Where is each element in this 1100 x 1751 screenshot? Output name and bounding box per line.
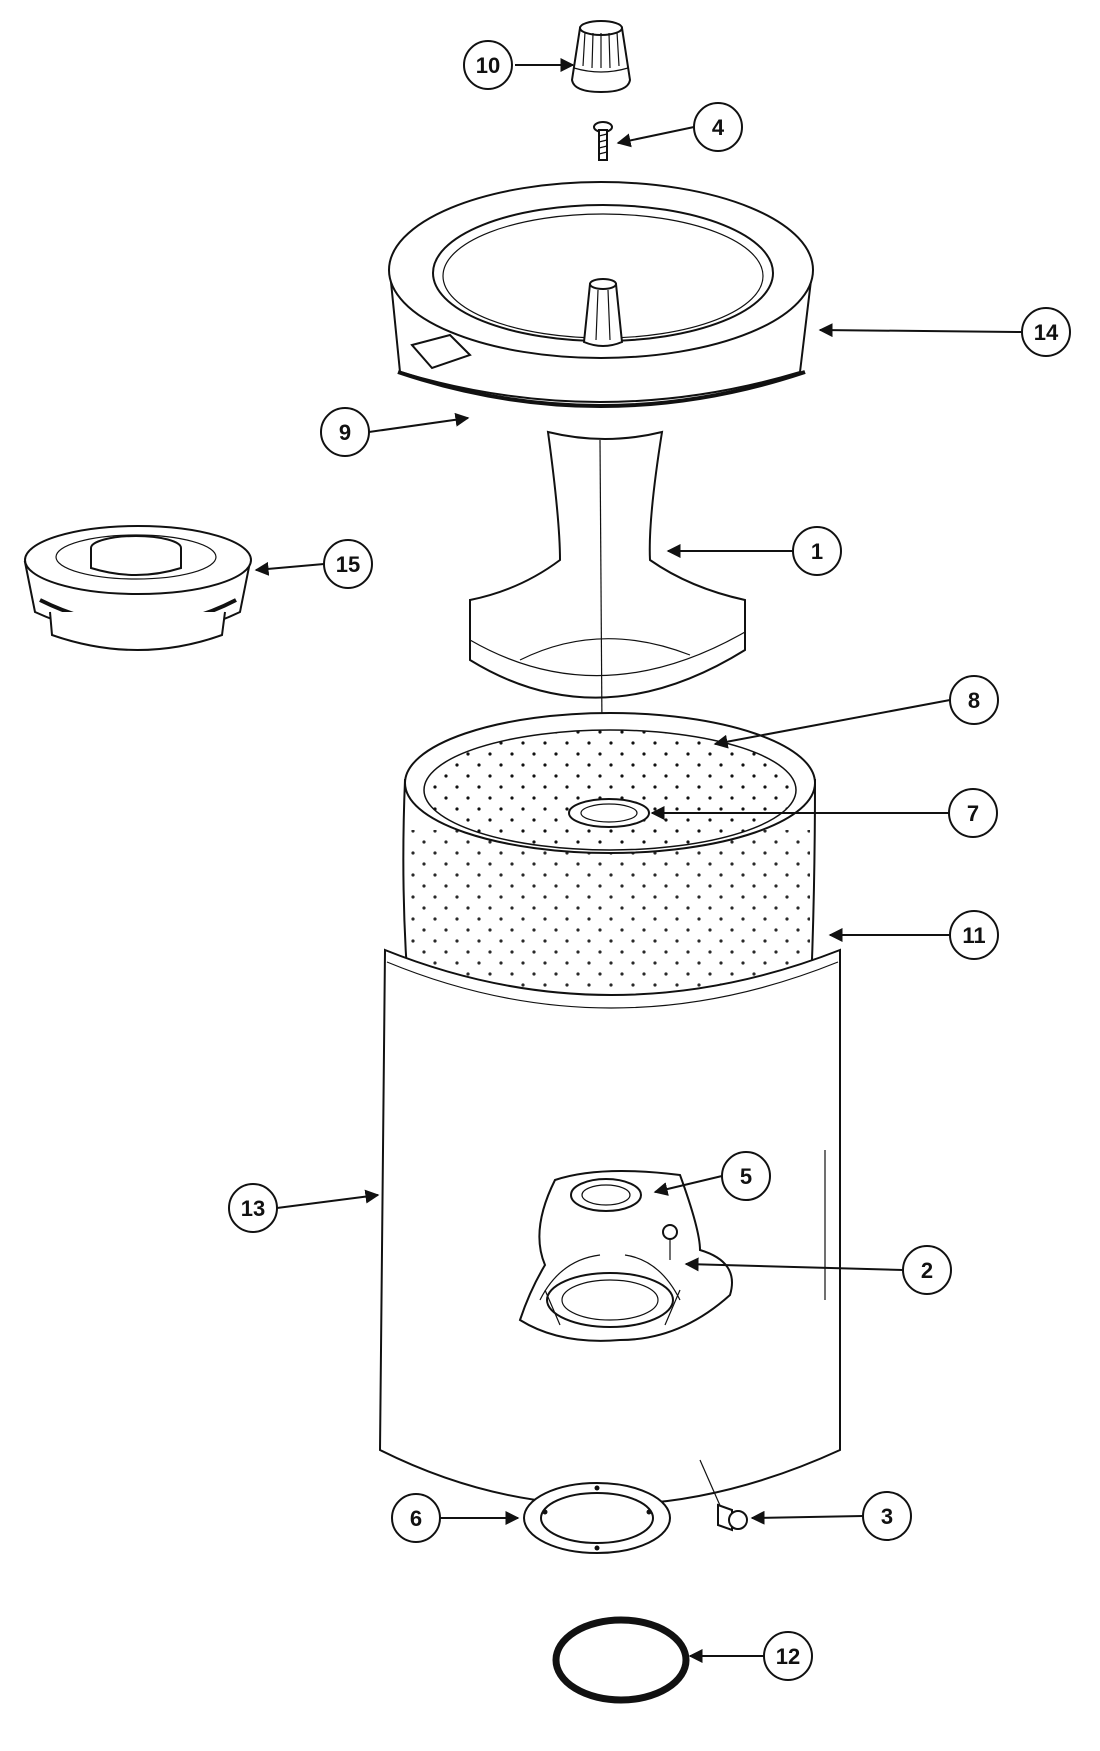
callout-5-label: 5 <box>740 1164 752 1189</box>
callout-7: 7 <box>948 788 998 838</box>
callout-1: 1 <box>792 526 842 576</box>
callout-5: 5 <box>721 1151 771 1201</box>
callout-8: 8 <box>949 675 999 725</box>
callout-11: 11 <box>949 910 999 960</box>
callout-15-label: 15 <box>336 552 360 577</box>
part-10-knob <box>570 20 632 94</box>
callout-2: 2 <box>902 1245 952 1295</box>
callout-11-label: 11 <box>962 923 985 948</box>
part-1-agitator <box>469 430 746 731</box>
callout-3-label: 3 <box>881 1504 893 1529</box>
part-3-bolt <box>699 1459 748 1532</box>
callout-4: 4 <box>693 102 743 152</box>
part-6-hub-ring <box>523 1482 671 1554</box>
callout-10: 10 <box>463 40 513 90</box>
part-4-screw <box>593 121 613 161</box>
callout-12: 12 <box>763 1631 813 1681</box>
callout-6-label: 6 <box>410 1506 422 1531</box>
callout-13: 13 <box>228 1183 278 1233</box>
part-15-cap <box>23 525 252 651</box>
callout-10-label: 10 <box>476 53 500 78</box>
callout-1-label: 1 <box>811 539 823 564</box>
callout-13-label: 13 <box>241 1196 265 1221</box>
callout-14: 14 <box>1021 307 1071 357</box>
callout-7-label: 7 <box>967 801 979 826</box>
callout-15: 15 <box>323 539 373 589</box>
callout-12-label: 12 <box>776 1644 800 1669</box>
callout-9: 9 <box>320 407 370 457</box>
callout-14-label: 14 <box>1034 320 1059 345</box>
callout-6: 6 <box>391 1493 441 1543</box>
callout-3: 3 <box>862 1491 912 1541</box>
part-12-ring <box>552 1616 690 1704</box>
callout-8-label: 8 <box>968 688 980 713</box>
part-13-outer-tub <box>378 948 841 1506</box>
callout-9-label: 9 <box>339 420 351 445</box>
callouts: 10 4 14 9 15 1 <box>228 40 1071 1681</box>
callout-4-label: 4 <box>712 115 725 140</box>
callout-2-label: 2 <box>921 1258 933 1283</box>
part-14-tub-ring <box>388 181 814 408</box>
